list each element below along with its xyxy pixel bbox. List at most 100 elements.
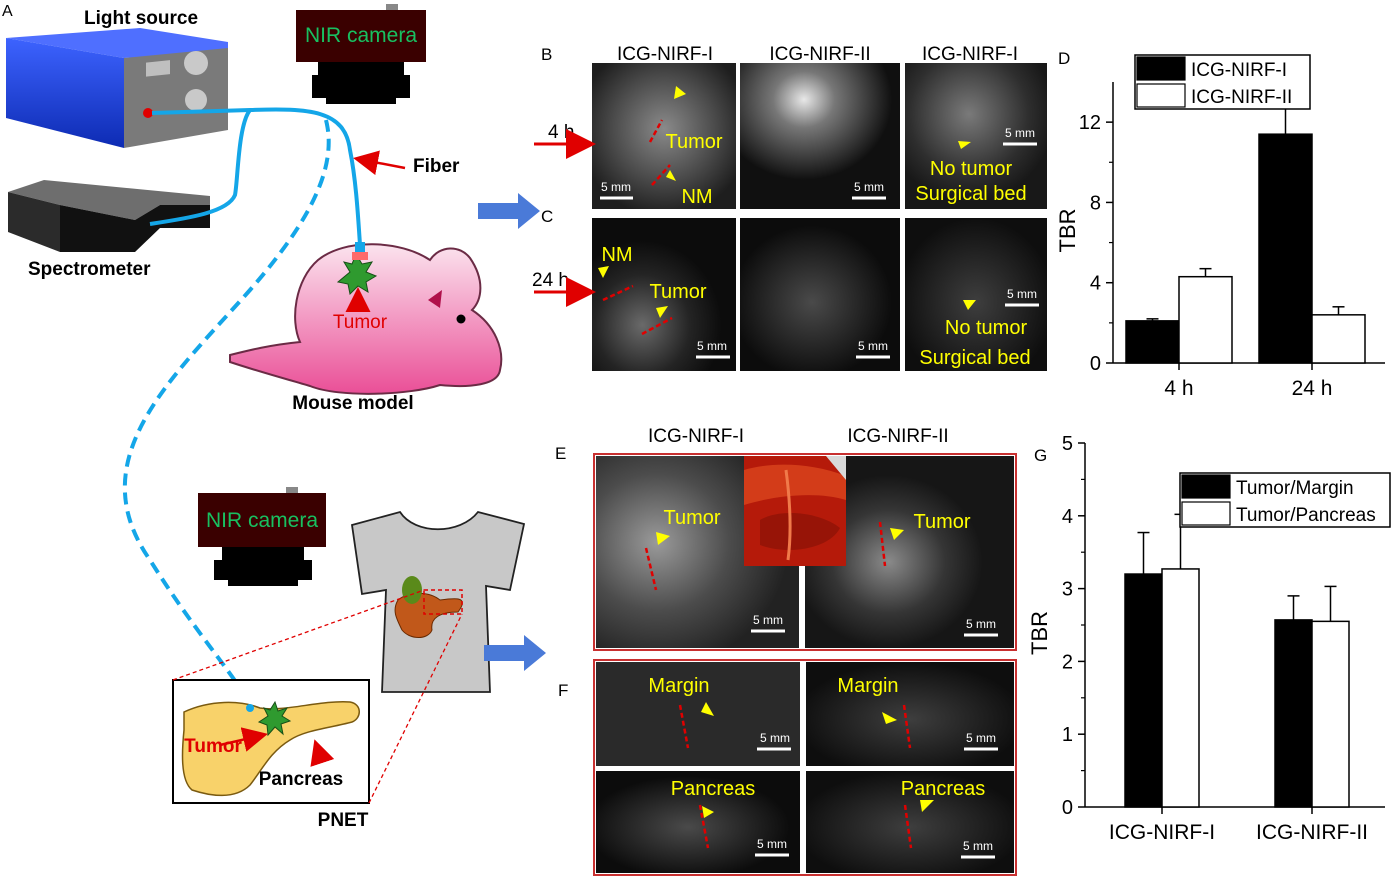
light-source-label: Light source: [84, 8, 198, 29]
f-margin-label-2: Margin: [837, 675, 898, 697]
f-scale-2: 5 mm: [966, 731, 996, 745]
chart-g-bar-1-2: [1161, 568, 1200, 808]
chart-g-ytick-label-1: 1: [1062, 724, 1073, 746]
b-scale-3: 5 mm: [1005, 126, 1035, 140]
chart-d-bar-2-2: [1311, 314, 1366, 364]
fiber-lines: [122, 107, 362, 711]
c-image-nirf2: [740, 218, 900, 371]
c-nm-label: NM: [601, 244, 632, 266]
f-margin-label-1: Margin: [648, 675, 709, 697]
f-pancreas-label-2: Pancreas: [901, 778, 986, 800]
b-nm-label: NM: [681, 186, 712, 208]
chart-d-legend-swatch-1: [1136, 56, 1186, 81]
e-arrow-icons: [656, 528, 904, 545]
b-image-nirf1-bed: [905, 63, 1047, 209]
chart-g-ytick-label-2: 2: [1062, 651, 1073, 673]
panel-letter-c: C: [541, 207, 553, 226]
b-scale-1: 5 mm: [601, 180, 631, 194]
c-image-nirf1-bed: [905, 218, 1047, 371]
flow-arrow-top: [478, 193, 540, 229]
chart-d-legend-label-1: ICG-NIRF-I: [1191, 60, 1287, 81]
c-tumor-label: Tumor: [649, 281, 706, 303]
chart-g-legend-swatch-2: [1181, 501, 1231, 526]
pancreas-icon: [181, 700, 360, 797]
chart-d-xtick-label-0: 4 h: [1164, 377, 1193, 400]
e-scale-1: 5 mm: [753, 613, 783, 627]
chart-g-xtick-label-0: ICG-NIRF-I: [1109, 821, 1215, 844]
chart-g-bar-1-1: [1124, 573, 1163, 808]
c-arrow-icons: [598, 266, 976, 318]
nir-camera-bottom-label: NIR camera: [206, 509, 318, 532]
f-arrow-icons: [701, 702, 934, 818]
tumor-mouse-label: Tumor: [333, 312, 388, 333]
chart-g-legend-label-1: Tumor/Margin: [1236, 478, 1354, 499]
chart-g-bar-2-2: [1311, 620, 1350, 808]
chart-d-ytick-label-3: 12: [1079, 112, 1101, 134]
f-scale-4: 5 mm: [963, 839, 993, 853]
e-col2-heading: ICG-NIRF-II: [847, 426, 948, 447]
chart-d-bar-1-1: [1125, 320, 1180, 364]
chart-g-legend-label-2: Tumor/Pancreas: [1236, 505, 1376, 526]
chart-g-xtick-label-1: ICG-NIRF-II: [1256, 821, 1368, 844]
chart-d-legend-swatch-2: [1136, 83, 1186, 108]
nir-camera-top-label: NIR camera: [305, 24, 417, 47]
b-tumor-label: Tumor: [665, 131, 722, 153]
nir-camera-bottom-icon: [198, 487, 326, 586]
chart-d-xtick-label-1: 24 h: [1292, 377, 1333, 400]
mouse-model-label: Mouse model: [292, 393, 413, 414]
panel-letter-a: A: [2, 3, 13, 20]
b-image-nirf1: [592, 63, 736, 209]
chart-g-ytick-label-0: 0: [1062, 797, 1073, 819]
e-tumor-label-left: Tumor: [663, 507, 720, 529]
spectrometer-icon: [8, 180, 210, 252]
fiber-label: Fiber: [413, 156, 460, 177]
light-source-icon: [6, 28, 228, 148]
pnet-label: PNET: [318, 810, 369, 831]
e-tumor-label-right: Tumor: [913, 511, 970, 533]
panel-letter-d: D: [1058, 49, 1070, 68]
chart-d-y-axis-label: TBR: [1055, 209, 1080, 253]
b-arrow-icons: [666, 86, 971, 181]
f-scale-1: 5 mm: [760, 731, 790, 745]
panel-letter-b: B: [541, 45, 552, 64]
chart-d-legend-label-2: ICG-NIRF-II: [1191, 87, 1292, 108]
chart-g-bar-2-1: [1274, 619, 1313, 808]
e-tissue-photo: [744, 456, 846, 566]
c-surgical-bed-label: Surgical bed: [919, 347, 1030, 369]
chart-d-ytick-label-0: 0: [1090, 353, 1101, 375]
mouse-icon: [229, 242, 503, 395]
c-no-tumor-label: No tumor: [945, 317, 1028, 339]
b-col1-heading: ICG-NIRF-I: [617, 44, 713, 65]
pancreas-label: Pancreas: [259, 769, 344, 790]
b-no-tumor-label: No tumor: [930, 158, 1013, 180]
chart-g-ytick-label-3: 3: [1062, 579, 1073, 601]
c-scale-3: 5 mm: [1007, 287, 1037, 301]
torso-shirt-icon: [350, 510, 526, 693]
chart-d-ytick-label-1: 4: [1090, 273, 1101, 295]
c-image-nirf1: [592, 218, 736, 371]
panel-letter-e: E: [555, 444, 566, 463]
b-image-nirf2: [740, 63, 900, 209]
flow-arrow-bottom: [484, 635, 546, 671]
e-scale-2: 5 mm: [966, 617, 996, 631]
b-time-label: 4 h: [548, 122, 574, 143]
b-col3-heading: ICG-NIRF-I: [922, 44, 1018, 65]
panel-letter-g: G: [1034, 446, 1047, 465]
b-surgical-bed-label: Surgical bed: [915, 183, 1026, 205]
chart-d-bar-1-2: [1178, 275, 1233, 364]
e-col1-heading: ICG-NIRF-I: [648, 426, 744, 447]
c-scale-1: 5 mm: [697, 339, 727, 353]
b-scale-2: 5 mm: [854, 180, 884, 194]
tumor-pancreas-label: Tumor: [184, 736, 242, 757]
c-scale-2: 5 mm: [858, 339, 888, 353]
f-pancreas-label-1: Pancreas: [671, 778, 756, 800]
chart-g-ytick-label-5: 5: [1062, 433, 1073, 455]
chart-g-y-axis-label: TBR: [1027, 611, 1052, 655]
spectrometer-label: Spectrometer: [28, 259, 151, 280]
chart-d-ytick-label-2: 8: [1090, 192, 1101, 214]
nir-camera-top-icon: [296, 4, 426, 104]
chart-g-legend-swatch-1: [1181, 474, 1231, 499]
